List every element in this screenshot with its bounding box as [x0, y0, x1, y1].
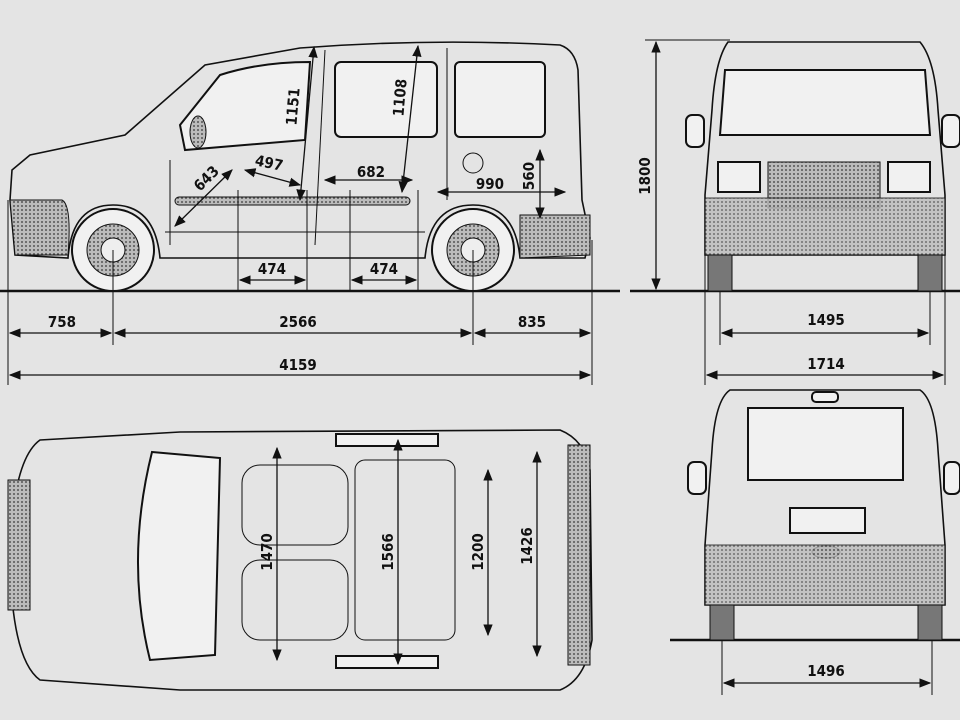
- side-rub-strip: [174, 196, 411, 206]
- rear-bumper: [519, 214, 591, 259]
- label-wheelbase: 2566: [279, 313, 317, 331]
- left-mirror: [685, 114, 705, 148]
- side-view: 758 2566 835 4159 474 474 1151 1108 643 …: [0, 41, 620, 385]
- front-bumper-top: [7, 479, 31, 611]
- label-rear-width: 1566: [379, 533, 397, 571]
- front-bumper: [9, 199, 70, 256]
- windscreen: [718, 69, 932, 136]
- left-headlight: [717, 161, 761, 193]
- right-mirror: [943, 461, 960, 495]
- extension-lines: [645, 39, 946, 385]
- label-front-door-opening: 474: [258, 260, 286, 278]
- label-rear-door-opening: 474: [370, 260, 398, 278]
- licence-plate: [789, 507, 866, 534]
- fuel-cap-icon: [462, 152, 484, 174]
- front-seats-row1: [241, 464, 349, 546]
- rear-side-window: [454, 61, 546, 138]
- left-mirror: [687, 461, 707, 495]
- right-headlight: [887, 161, 931, 193]
- label-load-floor-length: 990: [476, 175, 504, 193]
- dim-front-door-width: [243, 168, 302, 187]
- front-view: 1800 1495 1714: [630, 39, 960, 385]
- extension-lines: [7, 190, 593, 385]
- b-pillar-line: [314, 49, 326, 246]
- windscreen-top: [136, 450, 222, 662]
- extension-lines: [721, 640, 933, 695]
- front-seats-row2: [241, 559, 349, 641]
- top-view: 1470 1566 1200 1426: [7, 429, 593, 691]
- label-overall-width: 1714: [807, 355, 845, 373]
- front-bumper: [704, 197, 946, 256]
- rear-window: [747, 407, 904, 481]
- label-overall-height: 1800: [636, 157, 654, 195]
- dim-front-door-height: [296, 45, 318, 202]
- label-front-door-height: 1151: [282, 87, 303, 126]
- sliding-door-window: [334, 61, 438, 138]
- roof-rail-right: [335, 655, 439, 669]
- rear-view: 1496: [670, 389, 960, 695]
- dim-front-seat-diag: [174, 169, 233, 227]
- side-body-outline: [9, 41, 591, 259]
- label-overall-length: 4159: [279, 356, 317, 374]
- label-sliding-door-width: 682: [357, 163, 385, 181]
- label-front-seat-diag: 643: [190, 162, 223, 195]
- rear-bench: [354, 459, 456, 641]
- right-mirror: [941, 114, 960, 148]
- label-front-width: 1470: [258, 533, 276, 571]
- brake-light: [811, 391, 839, 403]
- left-rear-tyre: [709, 604, 735, 641]
- left-front-tyre: [707, 254, 733, 292]
- mirror-icon: [189, 115, 207, 149]
- label-load-width: 1426: [518, 527, 536, 565]
- label-load-sill-height: 560: [520, 162, 538, 190]
- label-front-door-width: 497: [253, 151, 284, 174]
- label-front-track: 1495: [807, 311, 845, 329]
- label-rear-track: 1496: [807, 662, 845, 680]
- dim-sliding-door-height: [398, 44, 422, 194]
- label-rear-overhang: 835: [518, 313, 546, 331]
- right-front-tyre: [917, 254, 943, 292]
- roof-rail-left: [335, 433, 439, 447]
- rear-bumper-top: [567, 444, 591, 666]
- label-front-overhang: 758: [48, 313, 76, 331]
- rear-bumper: [704, 544, 946, 606]
- label-sliding-door-height: 1108: [389, 78, 410, 117]
- right-rear-tyre: [917, 604, 943, 641]
- label-width-between-arches: 1200: [469, 533, 487, 571]
